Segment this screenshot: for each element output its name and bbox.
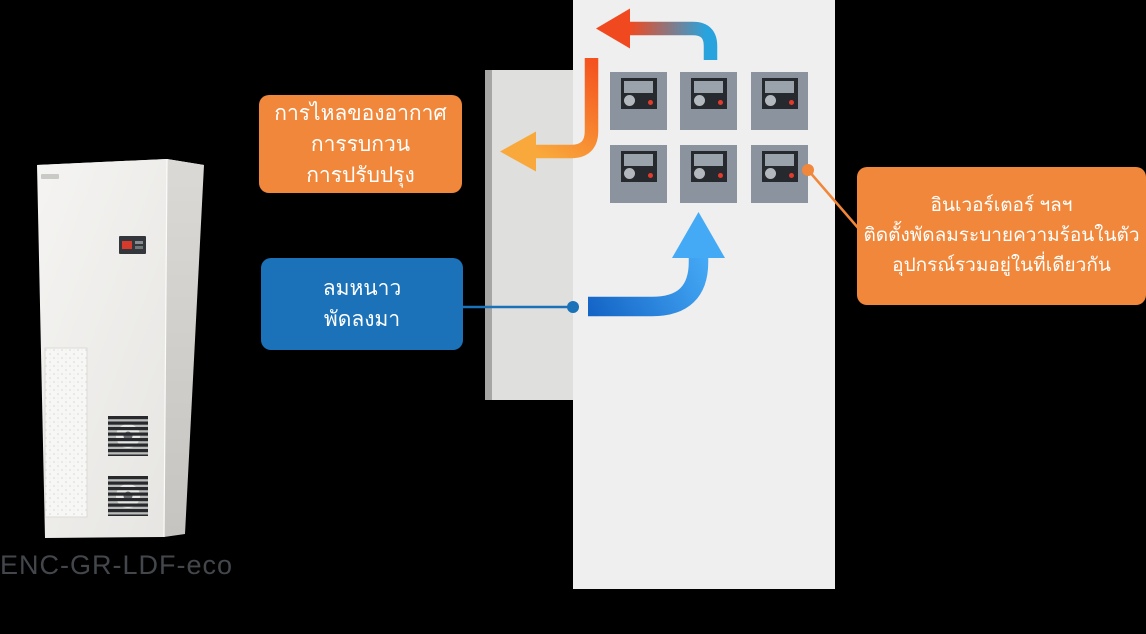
inverter-display (765, 81, 794, 93)
cold-air-callout-line: ลมหนาว (322, 277, 402, 300)
inverter-callout-line: อุปกรณ์รวมอยู่ในที่เดียวกัน (892, 255, 1111, 276)
product-model-label: ENC-GR-LDF-eco (0, 550, 234, 580)
inverter-device (751, 145, 808, 203)
inverter-knob (694, 95, 705, 106)
airflow-callout-line: การรบกวน (310, 132, 411, 156)
inverter-display (765, 154, 794, 166)
inverter-device-panel (691, 78, 727, 109)
inverter-led (718, 100, 723, 105)
inverter-knob (694, 168, 705, 179)
inverter-device-panel (621, 151, 657, 182)
inverter-knob (765, 95, 776, 106)
enclosure-side-panel (485, 70, 573, 400)
inverter-device-panel (621, 78, 657, 109)
inverter-led (718, 173, 723, 178)
inverter-knob (624, 95, 635, 106)
cold-air-callout-line: พัดลงมา (323, 308, 401, 331)
brand-logo (41, 174, 59, 179)
inverter-display (694, 154, 723, 166)
fan-grille-icon (108, 416, 148, 456)
inverter-knob (624, 168, 635, 179)
unit-side-face (164, 159, 204, 537)
airflow-callout-line: การปรับปรุง (306, 163, 415, 187)
inverter-device (680, 72, 737, 130)
inverter-display (694, 81, 723, 93)
inverter-device (751, 72, 808, 130)
cooling-unit-image (28, 148, 208, 544)
fan-grille-icon (108, 476, 148, 516)
unit-temperature-display (119, 236, 146, 254)
inverter-device-panel (762, 78, 798, 109)
airflow-callout-box: การไหลของอากาศ การรบกวน การปรับปรุง (259, 95, 462, 193)
inverter-knob (765, 168, 776, 179)
inverter-led (648, 100, 653, 105)
unit-front-edge (163, 158, 168, 538)
inverter-callout-line: อินเวอร์เตอร์ ฯลฯ (930, 195, 1073, 216)
control-cabinet (573, 0, 835, 589)
inverter-device-panel (762, 151, 798, 182)
cold-air-callout-box: ลมหนาว พัดลงมา (261, 258, 463, 350)
inverter-led (789, 100, 794, 105)
inverter-display (624, 81, 653, 93)
inverter-led (789, 173, 794, 178)
inverter-led (648, 173, 653, 178)
inverter-display (624, 154, 653, 166)
inverter-device (610, 72, 667, 130)
cooling-unit-illustration (37, 158, 204, 538)
inverter-callout-line: ติดตั้งพัดลมระบายความร้อนในตัว (863, 225, 1140, 246)
inverter-device-panel (691, 151, 727, 182)
inverter-device (680, 145, 737, 203)
inverter-device (610, 145, 667, 203)
inverter-callout-box: อินเวอร์เตอร์ ฯลฯ ติดตั้งพัดลมระบายความร… (857, 167, 1146, 305)
airflow-callout-line: การไหลของอากาศ (274, 101, 447, 125)
unit-filter-strip (44, 347, 88, 518)
